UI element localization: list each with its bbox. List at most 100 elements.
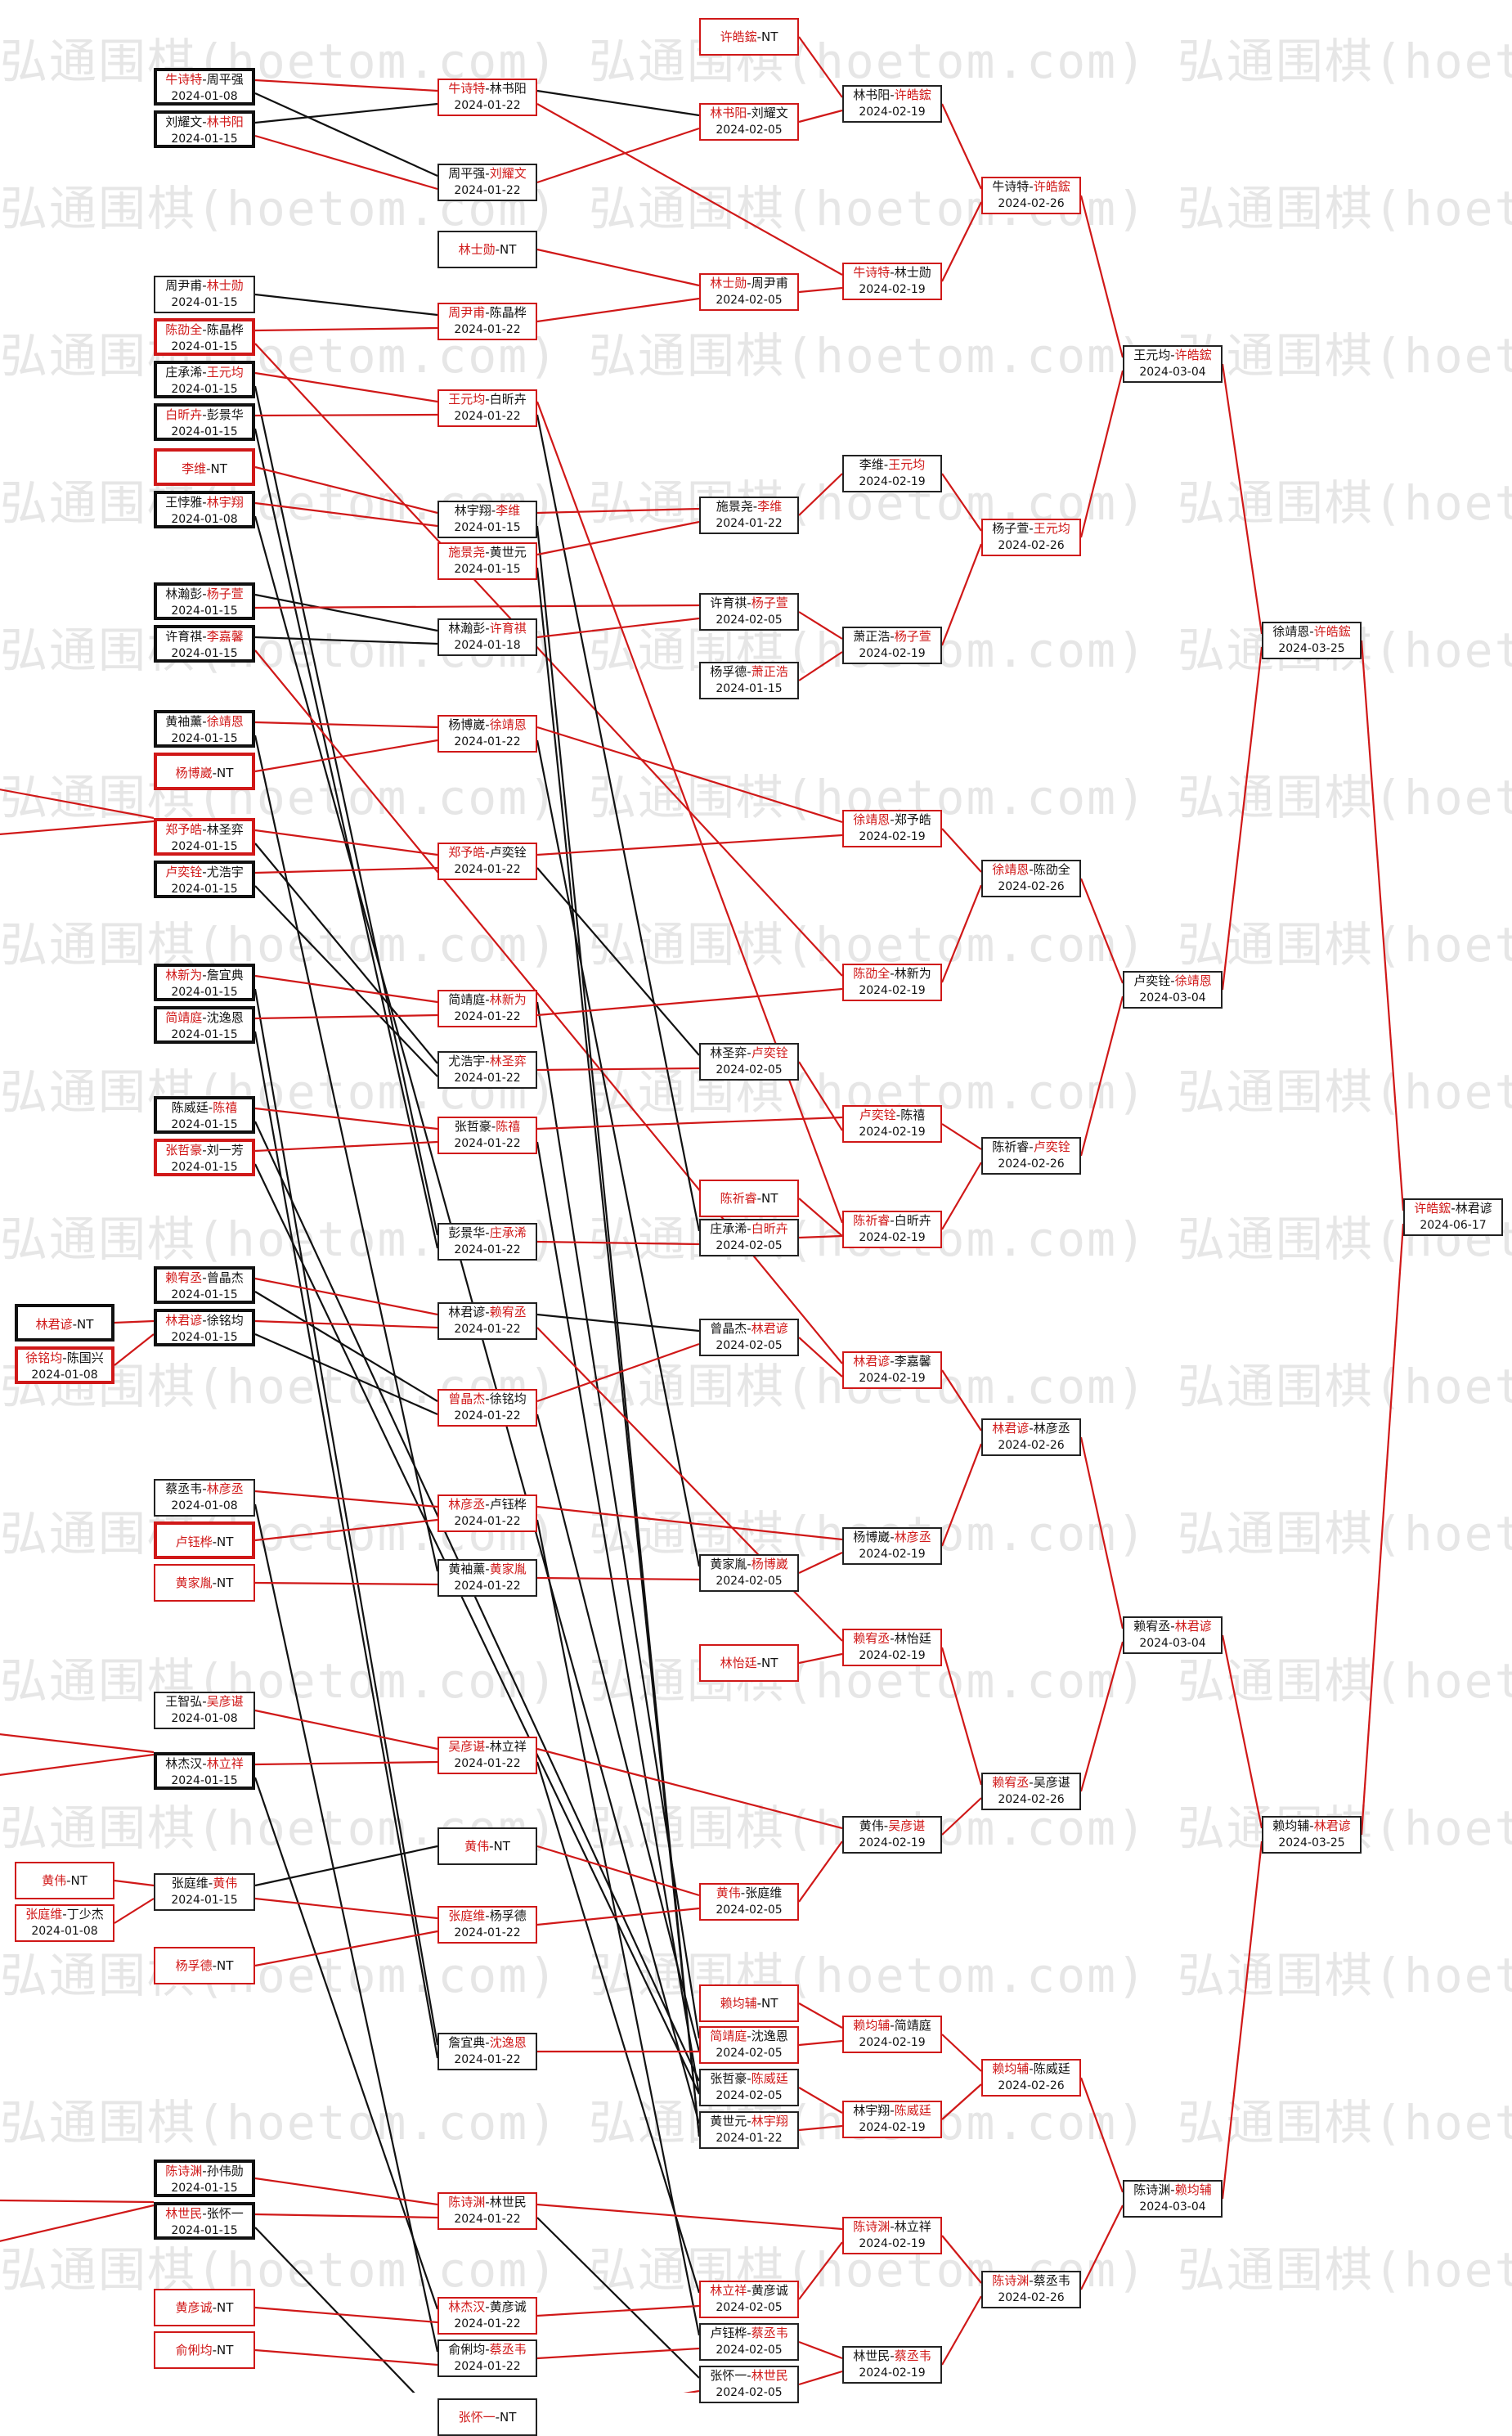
match-box[interactable]: 黄伟-NT <box>437 1827 537 1865</box>
match-box[interactable]: 黄家胤-NT <box>154 1564 255 1602</box>
match-box[interactable]: 林君谚-NT <box>15 1304 114 1342</box>
match-box[interactable]: 俞俐均-NT <box>154 2331 255 2369</box>
match-box[interactable]: 黄彦诚-NT <box>154 2289 255 2326</box>
match-box[interactable]: 李维-NT <box>154 448 255 486</box>
match-box[interactable]: 许皓鋐-NT <box>699 18 799 56</box>
match-box[interactable]: 杨博崴-NT <box>154 753 255 790</box>
match-box[interactable]: 黄伟-NT <box>15 1862 114 1899</box>
match-box[interactable]: 张怀一-NT <box>437 2398 537 2436</box>
match-box[interactable]: 林怡廷-NT <box>699 1644 799 1682</box>
match-box[interactable]: 卢钰桦-NT <box>154 1521 255 1559</box>
match-box[interactable]: 赖均辅-NT <box>699 1984 799 2022</box>
match-box[interactable]: 林士勋-NT <box>437 231 537 268</box>
match-box[interactable]: 杨孚德-NT <box>154 1947 255 1984</box>
